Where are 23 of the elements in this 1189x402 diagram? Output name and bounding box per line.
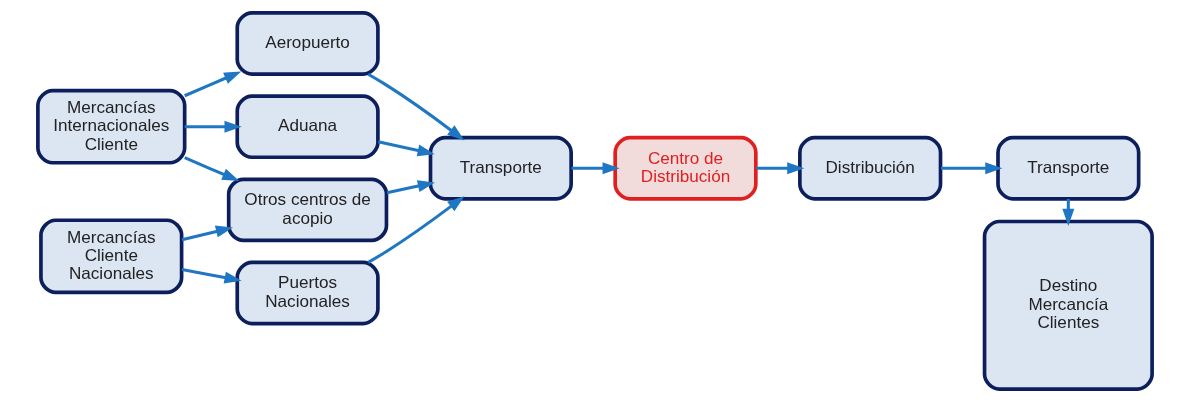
arrow	[366, 196, 464, 264]
arrow	[940, 162, 1002, 175]
node-box: Centro de Distribución	[612, 135, 758, 201]
node-box: Mercancías Cliente Nacionales	[38, 218, 183, 295]
arrow	[755, 162, 804, 175]
node-box: Otros centros de acopio	[226, 177, 388, 243]
node-box: Destino Mercancía Clientes	[982, 219, 1154, 391]
arrow	[184, 120, 242, 133]
arrow	[183, 156, 239, 182]
arrow	[183, 71, 241, 98]
arrow	[377, 140, 435, 157]
arrow	[366, 72, 464, 141]
node-box: Transporte	[428, 135, 573, 201]
arrow	[181, 268, 242, 284]
node-box: Transporte	[995, 135, 1140, 201]
arrow	[181, 225, 233, 242]
node-box: Puertos Nacionales	[234, 260, 380, 326]
arrow	[570, 162, 620, 175]
node-box: Distribución	[797, 135, 942, 201]
node-box: Mercancías Internacionales Cliente	[35, 88, 186, 165]
node-box: Aduana	[234, 94, 380, 160]
arrow	[386, 180, 435, 195]
node-box: Aeropuerto	[234, 11, 380, 76]
